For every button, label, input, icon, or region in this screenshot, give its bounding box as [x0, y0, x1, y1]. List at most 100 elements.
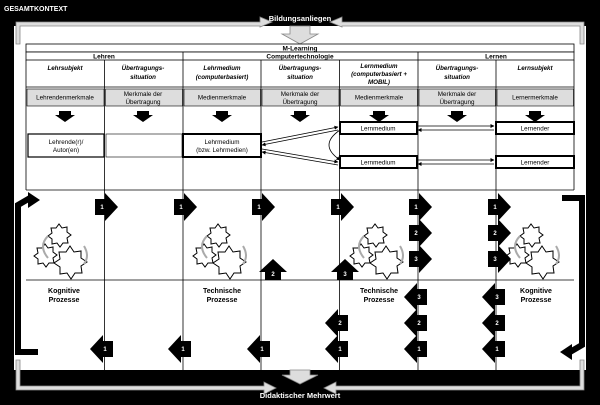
step-arrow-left	[168, 335, 191, 363]
left-bottom-arrow	[15, 359, 277, 395]
step-arrow-left	[90, 335, 113, 363]
connector-arrows	[261, 124, 495, 166]
group-lehren: Lehren	[93, 54, 115, 61]
step-number: 1	[260, 347, 264, 353]
col-title-uebertragung-3: Übertragungs-	[436, 65, 479, 72]
col-title-lehrmedium-b: (computerbasiert)	[196, 74, 249, 81]
mlearning-title: M-Learning	[282, 46, 317, 53]
box-lehrende	[27, 133, 105, 158]
step-number: 2	[417, 321, 421, 327]
step-arrow-left	[325, 309, 348, 337]
box-lernmedium-bottom-text: Lernmedium	[361, 160, 396, 167]
bottom-label: Didaktischer Mehrwert	[260, 391, 341, 400]
step-arrow-up	[331, 259, 359, 280]
box-lernmedium-top-text: Lernmedium	[361, 126, 396, 133]
step-number: 2	[493, 231, 497, 237]
step-arrow-right	[409, 245, 432, 273]
box-lernender-bottom-text: Lernender	[521, 160, 550, 167]
box-uebertragung-1	[105, 133, 183, 158]
step-arrow-left	[404, 283, 427, 311]
left-loop-arrow	[15, 195, 38, 355]
step-arrow-left	[482, 283, 505, 311]
step-number: 2	[495, 321, 499, 327]
feature-lernmedium: Medienmerkmale	[355, 95, 404, 102]
feature-uebertragung-2a: Merkmale der	[281, 91, 320, 98]
step-number: 1	[181, 347, 185, 353]
step-number: 1	[495, 347, 499, 353]
step-arrow-left	[247, 335, 270, 363]
step-arrow-left	[325, 335, 348, 363]
col-title-uebertragung-1-b: situation	[130, 74, 156, 81]
step-number: 2	[414, 231, 418, 237]
left-top-arrow	[15, 16, 274, 45]
process-1-l1: Kognitive	[48, 288, 80, 295]
step-number: 3	[417, 295, 421, 301]
step-number: 1	[493, 205, 497, 211]
step-arrow-right	[331, 193, 354, 221]
process-3-l2: Prozesse	[364, 297, 395, 304]
feature-uebertragung-1a: Merkmale der	[124, 91, 163, 98]
step-arrow-left	[482, 335, 505, 363]
feature-uebertragung-1b: Übertragung	[125, 98, 161, 106]
col-title-uebertragung-3-b: situation	[444, 74, 470, 81]
col-title-lernmedium-c: MOBIL)	[368, 79, 390, 86]
col-title-uebertragung-2-b: situation	[287, 74, 313, 81]
group-computertechnologie: Computertechnologie	[266, 54, 334, 61]
col-title-lernsubjekt: Lernsubjekt	[517, 65, 553, 72]
step-number: 1	[103, 347, 107, 353]
col-title-lehrsubjekt: Lehrsubjekt	[47, 65, 83, 72]
step-number: 1	[100, 205, 104, 211]
feature-uebertragung-3b: Übertragung	[439, 98, 475, 106]
feature-uebertragung-3a: Merkmale der	[438, 91, 477, 98]
step-arrow-right	[488, 193, 511, 221]
box-lehrmedium	[182, 133, 262, 158]
step-arrow-right	[409, 193, 432, 221]
feature-row	[26, 88, 574, 107]
step-arrow-left	[404, 335, 427, 363]
col-title-uebertragung-1: Übertragungs-	[122, 65, 165, 72]
box-lernender-top	[495, 121, 575, 135]
step-number: 1	[336, 205, 340, 211]
step-number: 1	[179, 205, 183, 211]
col-title-lernmedium: Lernmedium	[360, 63, 398, 70]
feature-uebertragung-2b: Übertragung	[282, 98, 318, 106]
step-number: 3	[495, 295, 499, 301]
step-arrow-right	[409, 219, 432, 247]
step-number: 1	[417, 347, 421, 353]
step-arrow-right	[252, 193, 275, 221]
process-4-l2: Prozesse	[521, 297, 552, 304]
step-arrow-right	[95, 193, 118, 221]
step-arrow-up	[259, 259, 287, 280]
step-number: 1	[338, 347, 342, 353]
step-number: 3	[493, 257, 497, 263]
col-title-uebertragung-2: Übertragungs-	[279, 65, 322, 72]
context-label: GESAMTKONTEXT	[4, 6, 68, 13]
top-label: Bildungsanliegen	[269, 14, 332, 23]
step-arrow-right	[488, 219, 511, 247]
box-lernender-top-text: Lernender	[521, 126, 550, 133]
step-arrow-right	[488, 245, 511, 273]
down-arrow-top	[280, 25, 320, 45]
right-loop-arrow	[562, 195, 585, 355]
process-2-l1: Technische	[203, 288, 241, 295]
box-lernender-bottom	[495, 155, 575, 169]
box-lehrende-l1: Lehrende(r)/	[49, 139, 84, 146]
step-arrow-right	[174, 193, 197, 221]
box-lehrmedium-l2: (bzw. Lehrmedien)	[196, 147, 248, 154]
step-number: 3	[343, 272, 347, 278]
right-bottom-arrow	[323, 359, 585, 395]
box-lernmedium-top	[339, 121, 418, 135]
feature-lehrende: Lehrendenmerkmale	[36, 95, 94, 102]
down-arrow-bottom	[281, 369, 319, 385]
col-title-lernmedium-b: (computerbasiert +	[351, 71, 407, 78]
step-number: 1	[257, 205, 261, 211]
step-arrow-left	[482, 309, 505, 337]
step-number: 2	[338, 321, 342, 327]
box-lehrmedium-l1: Lehrmedium	[205, 139, 240, 146]
box-lernmedium-bottom	[339, 155, 418, 169]
down-arrows	[55, 111, 545, 122]
feature-lehrmedium: Medienmerkmale	[198, 95, 247, 102]
process-1-l2: Prozesse	[49, 297, 80, 304]
